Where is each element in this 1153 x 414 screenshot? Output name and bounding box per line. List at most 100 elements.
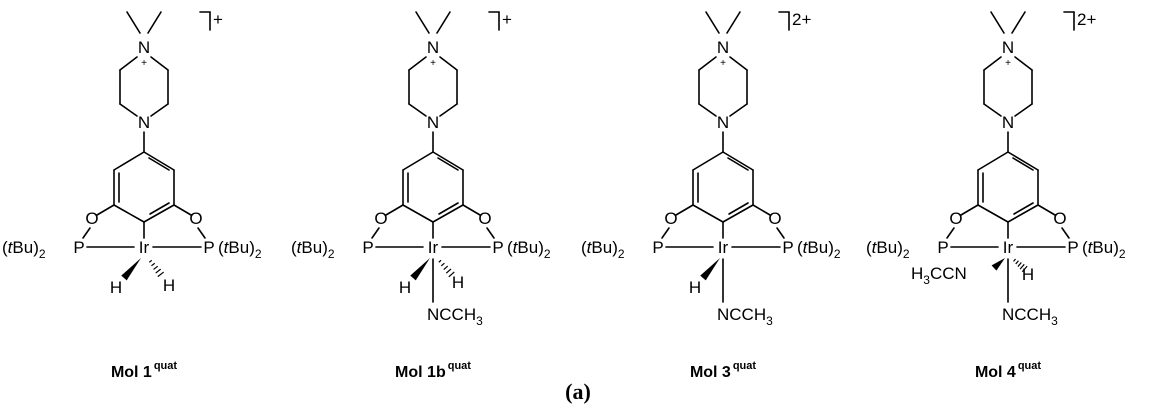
oxygen-right: O	[478, 209, 491, 228]
tbu-right-label: (tBu)2	[797, 238, 841, 261]
hydride-right: H	[163, 276, 175, 295]
piperazine-bond	[983, 56, 1002, 71]
aryl-bond	[1007, 151, 1039, 171]
piperazine-bond	[729, 103, 748, 117]
piperazine-bond	[983, 103, 1002, 117]
o-p-bond-left	[661, 227, 670, 239]
piperazine-bond	[119, 56, 138, 71]
aryl-double-bond	[438, 202, 459, 215]
phosphorus-right: P	[203, 238, 214, 257]
phosphorus-left: P	[73, 238, 84, 257]
hydride-left: H	[689, 278, 701, 297]
tbu-left-label: (tBu)2	[291, 238, 335, 261]
aryl-bond	[977, 151, 1009, 171]
hydride-left: H	[110, 278, 122, 297]
tbu-right-label: (tBu)2	[218, 238, 262, 261]
c-o-bond-left	[960, 204, 979, 216]
methyl-bond-left	[705, 11, 720, 34]
c-o-bond-right	[462, 204, 481, 216]
c-o-bond-left	[675, 204, 694, 216]
hydride-wedge	[410, 258, 430, 281]
o-p-bond-left	[946, 227, 955, 239]
charge-label: +	[502, 10, 512, 29]
piperazine-bond	[439, 56, 458, 71]
ammonium-plus: +	[430, 58, 436, 69]
ammonium-plus: +	[1005, 58, 1011, 69]
aryl-bond	[113, 204, 145, 223]
phosphorus-right: P	[782, 238, 793, 257]
o-p-bond-right	[197, 227, 206, 239]
aryl-double-bond	[1013, 202, 1034, 215]
amine-nitrogen: N	[717, 113, 729, 132]
phosphorus-left: P	[937, 238, 948, 257]
aryl-double-bond	[1012, 157, 1034, 171]
ammonium-plus: +	[720, 58, 726, 69]
panel-label: (a)	[565, 379, 591, 404]
iridium: Ir	[139, 238, 150, 257]
aryl-bond	[402, 204, 434, 223]
hydride-wedge	[121, 258, 141, 281]
c-o-bond-left	[96, 204, 115, 216]
hydride-wedge	[700, 258, 720, 281]
aryl-bond	[113, 151, 145, 171]
phosphorus-left: P	[362, 238, 373, 257]
acetonitrile-label: NCCH3	[1002, 305, 1058, 328]
aryl-bond	[722, 151, 754, 171]
oxygen-right: O	[189, 209, 202, 228]
methyl-bond-right	[726, 11, 741, 34]
piperazine-bond	[1014, 56, 1033, 71]
ammonium-nitrogen: N	[717, 38, 729, 57]
aryl-bond	[402, 151, 434, 171]
acetonitrile-label: NCCH3	[427, 305, 483, 328]
charge-label: 2+	[792, 10, 811, 29]
aryl-bond	[722, 204, 754, 223]
o-p-bond-left	[371, 227, 380, 239]
oxygen-right: O	[1053, 209, 1066, 228]
oxygen-left: O	[949, 209, 962, 228]
c-o-bond-left	[385, 204, 404, 216]
phosphorus-right: P	[1067, 238, 1078, 257]
amine-nitrogen: N	[138, 113, 150, 132]
aryl-bond	[143, 151, 175, 171]
acetonitrile-left-label: H3CCN	[911, 264, 967, 287]
piperazine-bond	[408, 103, 427, 117]
aryl-double-bond	[727, 157, 749, 171]
iridium: Ir	[428, 238, 439, 257]
methyl-bond-right	[436, 11, 451, 34]
hydride-right: H	[1022, 265, 1034, 284]
o-p-bond-right	[1061, 227, 1070, 239]
amine-nitrogen: N	[1002, 113, 1014, 132]
methyl-bond-right	[147, 11, 162, 34]
oxygen-right: O	[768, 209, 781, 228]
aryl-bond	[977, 204, 1009, 223]
charge-label: +	[213, 10, 223, 29]
ammonium-nitrogen: N	[1002, 38, 1014, 57]
aryl-double-bond	[148, 157, 170, 171]
methyl-bond-left	[415, 11, 430, 34]
iridium: Ir	[1003, 238, 1014, 257]
piperazine-bond	[408, 56, 427, 71]
aryl-double-bond	[149, 202, 170, 215]
aryl-bond	[692, 151, 724, 171]
charge-label: 2+	[1077, 10, 1096, 29]
iridium: Ir	[718, 238, 729, 257]
aryl-bond	[1007, 204, 1039, 223]
tbu-right-label: (tBu)2	[507, 238, 551, 261]
piperazine-bond	[698, 56, 717, 71]
c-o-bond-right	[1037, 204, 1056, 216]
hydride-hash	[148, 259, 165, 278]
hydride-hash	[1013, 258, 1028, 273]
methyl-bond-left	[990, 11, 1005, 34]
oxygen-left: O	[374, 209, 387, 228]
piperazine-bond	[698, 103, 717, 117]
methyl-bond-left	[126, 11, 141, 34]
ammonium-plus: +	[141, 58, 147, 69]
phosphorus-left: P	[652, 238, 663, 257]
hydride-right: H	[452, 273, 464, 292]
